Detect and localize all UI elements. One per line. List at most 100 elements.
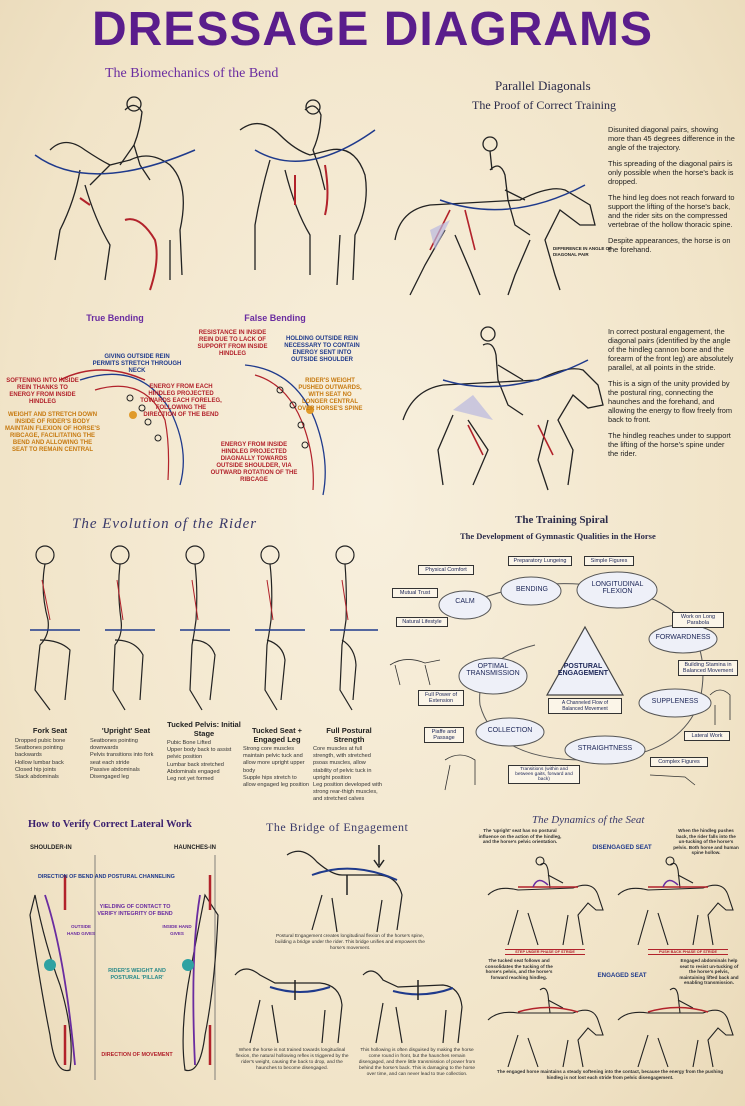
spiral-subtitle: The Development of Gymnastic Qualities i… (460, 531, 656, 541)
stage-bullet: Pelvis transitions into fork seat each s… (90, 752, 154, 766)
bridge-text-left: When the horse is not trained towards lo… (235, 1048, 349, 1071)
label-holding: HOLDING OUTSIDE REIN NECESSARY TO CONTAI… (284, 336, 360, 363)
stage-upright-seat: 'Upright' Seat Seatbones pointing downwa… (90, 726, 162, 781)
disengaged-horses (487, 856, 734, 946)
bridge-text-right: This hollowing is often disguised by mak… (358, 1048, 476, 1077)
disunited-horse-illustration (394, 136, 596, 296)
label-riders-weight: RIDER'S WEIGHT PUSHED OUTWARDS, WITH SEA… (297, 378, 363, 412)
label-direction-movement: DIRECTION OF MOVEMENT (101, 1052, 173, 1058)
label-push-back: PUSH BACK PHASE OF STRIDE (648, 949, 728, 955)
box-simple-figures: Simple Figures (584, 556, 634, 566)
stage-name: Tucked Seat + Engaged Leg (251, 726, 303, 744)
rider-figures (30, 545, 378, 711)
label-inside-hand: INSIDE HAND GIVES (162, 924, 192, 936)
evolution-title: The Evolution of the Rider (72, 516, 258, 532)
node-straightness: STRAIGHTNESS (577, 745, 633, 752)
label-step-under: STEP UNDER PHASE OF STRIDE (505, 949, 585, 955)
stage-bullet: Leg position developed with strong rear-… (313, 782, 383, 803)
node-calm: CALM (455, 598, 475, 605)
stage-bullet: Closed hip joints (15, 766, 57, 773)
note-engaged: Engaged abdominals help seat to resist u… (679, 958, 739, 986)
false-bending-illustration (239, 99, 376, 286)
label-resistance: RESISTANCE IN INSIDE REIN DUE TO LACK OF… (197, 330, 268, 357)
stage-bullet: Slack abdominals (15, 774, 59, 781)
bridge-text-top: Postural Engagement creates longitudinal… (275, 934, 425, 951)
label-disengaged-seat: DISENGAGED SEAT (592, 844, 652, 851)
training-spiral-graphic (389, 571, 731, 791)
stage-fork-seat: Fork Seat Dropped pubic bone Seatbones p… (15, 726, 85, 781)
stage-name: Full Postural Strength (326, 726, 372, 744)
stage-name: Tucked Pelvis: Initial Stage (167, 720, 241, 738)
box-natural-lifestyle: Natural Lifestyle (396, 617, 448, 627)
dynamics-title: The Dynamics of the Seat (532, 814, 645, 826)
label-shoulder-in: SHOULDER-IN (30, 845, 72, 851)
stage-bullet: Core muscles at full strength, with stre… (313, 746, 372, 781)
label-yielding: YIELDING OF CONTACT TO VERIFY INTEGRITY … (97, 904, 173, 917)
false-bend-topview (244, 364, 326, 496)
difference-label: DIFFERENCE IN ANGLE OF DIAGONAL PAIR (553, 246, 612, 257)
stage-bullet: Passive abdominals (90, 766, 140, 773)
center-box: A Channeled Flow of Balanced Movement (548, 698, 622, 714)
bridge-title: The Bridge of Engagement (266, 820, 409, 834)
dynamics-footer: The engaged horse maintains a steady sof… (496, 1069, 724, 1080)
true-bending-label: True Bending (86, 313, 144, 323)
parallel-para: The hind leg does not reach forward to s… (608, 193, 735, 229)
lateral-work-illustration (29, 855, 219, 1080)
parallel-para: In correct postural engagement, the diag… (608, 327, 734, 372)
evolution-stages: Fork Seat Dropped pubic bone Seatbones p… (15, 720, 385, 806)
label-direction-bend: DIRECTION OF BEND AND POSTURAL CHANNELIN… (38, 874, 175, 880)
box-piaffe-passage: Piaffe and Passage (424, 727, 464, 743)
label-energy-each: ENERGY FROM EACH HINDLEG PROJECTED TOWAR… (140, 384, 222, 418)
box-extension: Full Power of Extension (418, 690, 464, 706)
note-upright: The 'upright' seat has no postural influ… (478, 828, 562, 845)
parallel-title: Parallel Diagonals (495, 78, 591, 93)
node-longitudinal-flexion: LONGITUDINAL FLEXION (591, 581, 644, 595)
true-bending-illustration (34, 96, 196, 291)
box-transitions: Transitions (within and between gaits, f… (508, 765, 580, 784)
box-building-stamina: Building Stamina in Balanced Movement (678, 660, 738, 676)
box-mutual-trust: Mutual Trust (392, 588, 438, 598)
parallel-para: This is a sign of the unity provided by … (608, 379, 733, 424)
box-long-parabola: Work on Long Parabola (672, 612, 724, 628)
note-tucked: The tucked seat follows and consolidates… (485, 958, 553, 980)
node-optimal-transmission: OPTIMAL TRANSMISSION (466, 663, 520, 677)
parallel-text-top: Disunited diagonal pairs, showing more t… (608, 125, 736, 254)
node-collection: COLLECTION (487, 727, 533, 734)
stage-bullet: Seatbones pointing downwards (90, 738, 138, 752)
box-complex-figures: Complex Figures (650, 757, 708, 767)
label-haunches-in: HAUNCHES-IN (174, 845, 216, 851)
bridge-horse-right (362, 970, 463, 1044)
node-suppleness: SUPPLENESS (651, 698, 699, 705)
label-weight-stretch: WEIGHT AND STRETCH DOWN INSIDE OF RIDER'… (5, 412, 100, 453)
box-physical-comfort: Physical Comfort (418, 565, 474, 575)
label-outside-rein: GIVING OUTSIDE REIN PERMITS STRETCH THRO… (92, 354, 182, 374)
false-bending-label: False Bending (244, 313, 306, 323)
spiral-title: The Training Spiral (515, 514, 609, 526)
stage-bullet: Pubic Bone Lifted (167, 740, 211, 746)
label-riders-weight-pillar: RIDER'S WEIGHT AND POSTURAL 'PILLAR' (108, 968, 166, 981)
stage-bullet: Upper body back to assist pelvic positio… (167, 747, 232, 761)
bridge-horse-left (234, 968, 343, 1044)
node-postural-engagement: POSTURAL ENGAGEMENT (557, 663, 609, 677)
node-forwardness: FORWARDNESS (655, 634, 711, 641)
engaged-horses (487, 987, 734, 1068)
biomechanics-title: The Biomechanics of the Bend (105, 66, 279, 81)
parallel-para: Despite appearances, the horse is on the… (608, 236, 731, 254)
node-bending: BENDING (516, 586, 548, 593)
true-bend-topview (59, 369, 184, 486)
parallel-text-bottom: In correct postural engagement, the diag… (608, 327, 736, 458)
stage-full-postural: Full Postural Strength Core muscles at f… (313, 726, 385, 804)
stage-bullet: Disengaged leg (90, 774, 129, 781)
parallel-para: Disunited diagonal pairs, showing more t… (608, 125, 735, 152)
stage-bullet: Seatbones pointing backwards (15, 745, 63, 759)
label-engaged-seat: ENGAGED SEAT (597, 972, 647, 979)
stage-bullet: Supple hips stretch to allow engaged leg… (243, 774, 309, 789)
bridge-horse-top (286, 845, 403, 933)
box-lateral-work: Lateral Work (684, 731, 730, 741)
stage-bullet: Hollow lumbar back (15, 759, 64, 766)
parallel-horse-illustration (402, 326, 604, 491)
stage-bullet: Strong core muscles maintain pelvic tuck… (243, 746, 305, 774)
label-energy-inside: ENERGY FROM INSIDE HINDLEG PROJECTED DIA… (210, 442, 298, 483)
label-softening: SOFTENING INTO INSIDE REIN THANKS TO ENE… (6, 378, 79, 405)
